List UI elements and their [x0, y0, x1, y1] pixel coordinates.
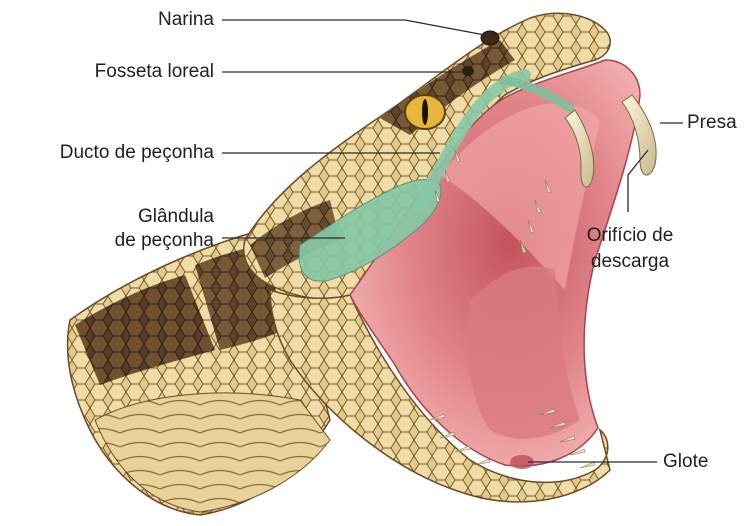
- belly-scales: [95, 393, 330, 512]
- label-ducto-de-peconha: Ducto de peçonha: [6, 141, 214, 165]
- label-presa: Presa: [687, 111, 737, 135]
- leader-narina: [222, 20, 490, 36]
- label-fosseta-loreal: Fosseta loreal: [40, 60, 214, 84]
- label-glote: Glote: [663, 450, 708, 474]
- label-orificio-line1: Orifício de: [565, 224, 695, 248]
- label-glandula-line2: de peçonha: [80, 229, 214, 253]
- label-narina: Narina: [118, 8, 214, 32]
- eye-pupil: [422, 99, 428, 125]
- nostril: [481, 31, 499, 45]
- label-glandula-line1: Glândula: [80, 205, 214, 229]
- label-orificio-line2: descarga: [565, 250, 695, 274]
- loreal-pit: [462, 66, 474, 76]
